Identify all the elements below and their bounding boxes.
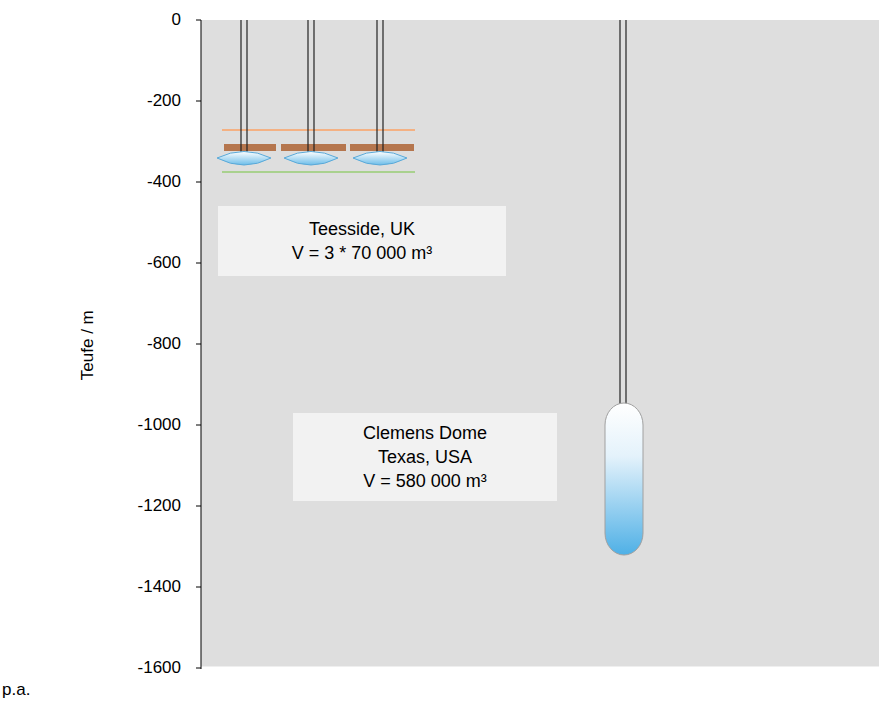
well-line [376,20,377,152]
note: p.a. [2,680,30,700]
label-box: Teesside, UKV = 3 * 70 000 m³ [218,206,506,276]
plot-ground [201,20,879,668]
tick-label: -1000 [138,415,181,435]
tick-label: -400 [147,172,181,192]
stratum-line [222,129,415,131]
site-label: Texas, USA [307,445,543,469]
salt-cavern [217,152,271,166]
tick-label: -800 [147,334,181,354]
bottom-border [201,667,879,670]
well-line [313,20,314,152]
well-line [307,20,308,152]
well-line [240,20,241,152]
stratum-line [222,171,415,173]
tick-label: -1600 [138,658,181,678]
tick-mark [196,182,201,183]
tick-mark [196,668,201,669]
stratum-band [224,144,276,151]
label-box: Clemens DomeTexas, USAV = 580 000 m³ [293,413,557,502]
tick-mark [196,506,201,507]
tick-mark [196,101,201,102]
tick-label: -1200 [138,496,181,516]
tick-label: 0 [172,10,181,30]
volume-label: V = 3 * 70 000 m³ [232,241,492,265]
well-line [619,20,620,405]
tick-mark [196,344,201,345]
tick-label: -200 [147,91,181,111]
tick-mark [196,263,201,264]
teesside-caverns [217,20,407,165]
salt-cavern [284,152,338,166]
well-line [246,20,247,152]
stratum-band [350,144,414,151]
well-line [625,20,626,405]
well-line [382,20,383,152]
tick-label: -600 [147,253,181,273]
tick-mark [196,587,201,588]
tick-mark [196,425,201,426]
axis-ticks [196,20,201,668]
tick-label: -1400 [138,577,181,597]
site-label: Clemens Dome [307,421,543,445]
tick-mark [196,20,201,21]
axis-title: Teufe / m [78,310,98,380]
volume-label: V = 580 000 m³ [307,469,543,493]
salt-cavern [605,403,643,555]
site-label: Teesside, UK [232,217,492,241]
salt-cavern [353,152,407,166]
